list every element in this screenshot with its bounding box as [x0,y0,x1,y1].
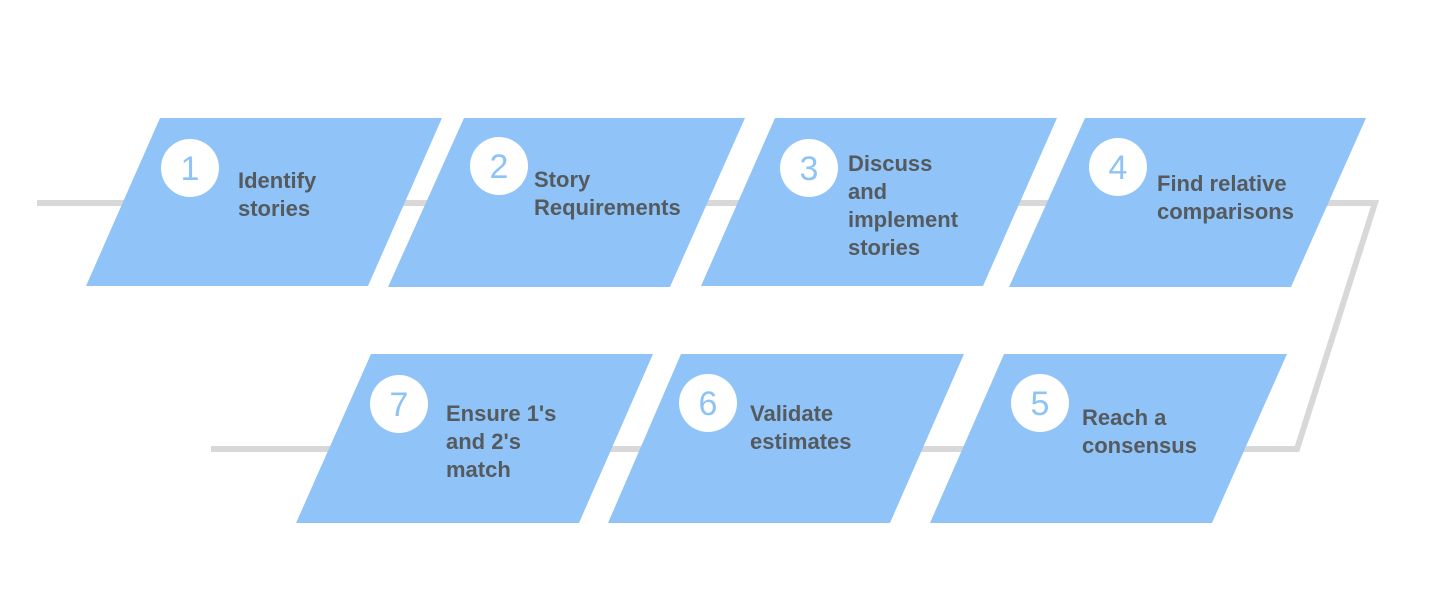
step-7-label: Ensure 1's and 2's match [446,401,557,482]
step-2-label: Story Requirements [534,167,681,220]
step-5-number: 5 [1031,385,1050,423]
step-3-number: 3 [800,150,819,188]
step-2-badge: 2 [470,137,528,195]
step-6-number: 6 [699,385,718,423]
step-1-badge: 1 [161,139,219,197]
step-3-badge: 3 [780,139,838,197]
step-7-badge: 7 [370,375,428,433]
step-6-label: Validate estimates [750,401,852,454]
step-6-badge: 6 [679,374,737,432]
step-5-label: Reach a consensus [1082,405,1197,458]
step-5-badge: 5 [1011,374,1069,432]
step-7-number: 7 [390,386,409,424]
step-3-label: Discuss and implement stories [848,151,959,260]
step-4-label: Find relative comparisons [1157,171,1294,224]
step-4-badge: 4 [1089,138,1147,196]
step-4-number: 4 [1109,149,1128,187]
step-1-label: Identify stories [238,168,317,221]
step-2-number: 2 [490,148,509,186]
step-1-number: 1 [181,150,200,188]
